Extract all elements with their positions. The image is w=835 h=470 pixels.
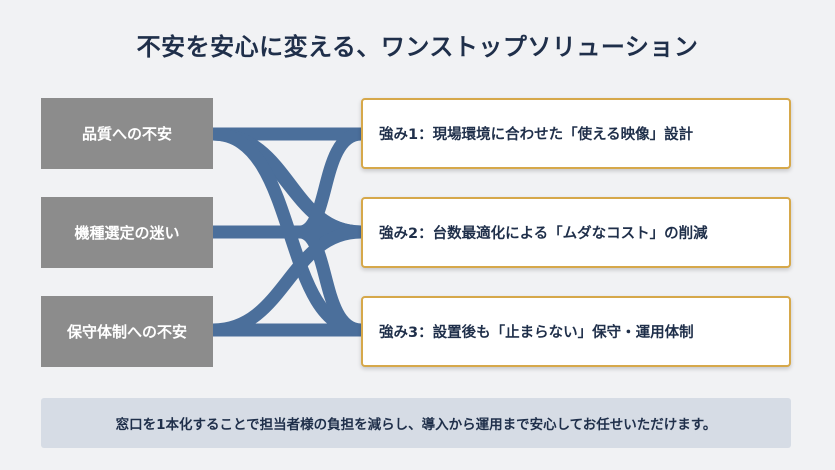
strength-box-2: 強み2：台数最適化による「ムダなコスト」の削減 — [361, 197, 791, 268]
worry-box-quality: 品質への不安 — [41, 98, 213, 169]
worry-label: 保守体制への不安 — [66, 323, 187, 341]
footer-banner: 窓口を1本化することで担当者様の負担を減らし、導入から運用まで安心してお任せいた… — [41, 398, 791, 448]
worry-label: 品質への不安 — [81, 125, 172, 143]
page-title: 不安を安心に変える、ワンストップソリューション — [136, 33, 699, 61]
connector-hub-to-strength3 — [298, 225, 363, 337]
strength-box-3: 強み3：設置後も「止まらない」保守・運用体制 — [361, 296, 791, 367]
strength-label: 強み3：設置後も「止まらない」保守・運用体制 — [379, 325, 694, 341]
footer-text: 窓口を1本化することで担当者様の負担を減らし、導入から運用まで安心してお任せいた… — [115, 417, 717, 433]
worry-label: 機種選定の迷い — [74, 224, 180, 242]
worry-box-maintenance: 保守体制への不安 — [41, 296, 213, 367]
strength-label: 強み1：現場環境に合わせた「使える映像」設計 — [379, 127, 694, 143]
strength-label: 強み2：台数最適化による「ムダなコスト」の削減 — [379, 226, 708, 242]
strength-box-1: 強み1：現場環境に合わせた「使える映像」設計 — [361, 98, 791, 169]
worry-box-model-selection: 機種選定の迷い — [41, 197, 213, 268]
